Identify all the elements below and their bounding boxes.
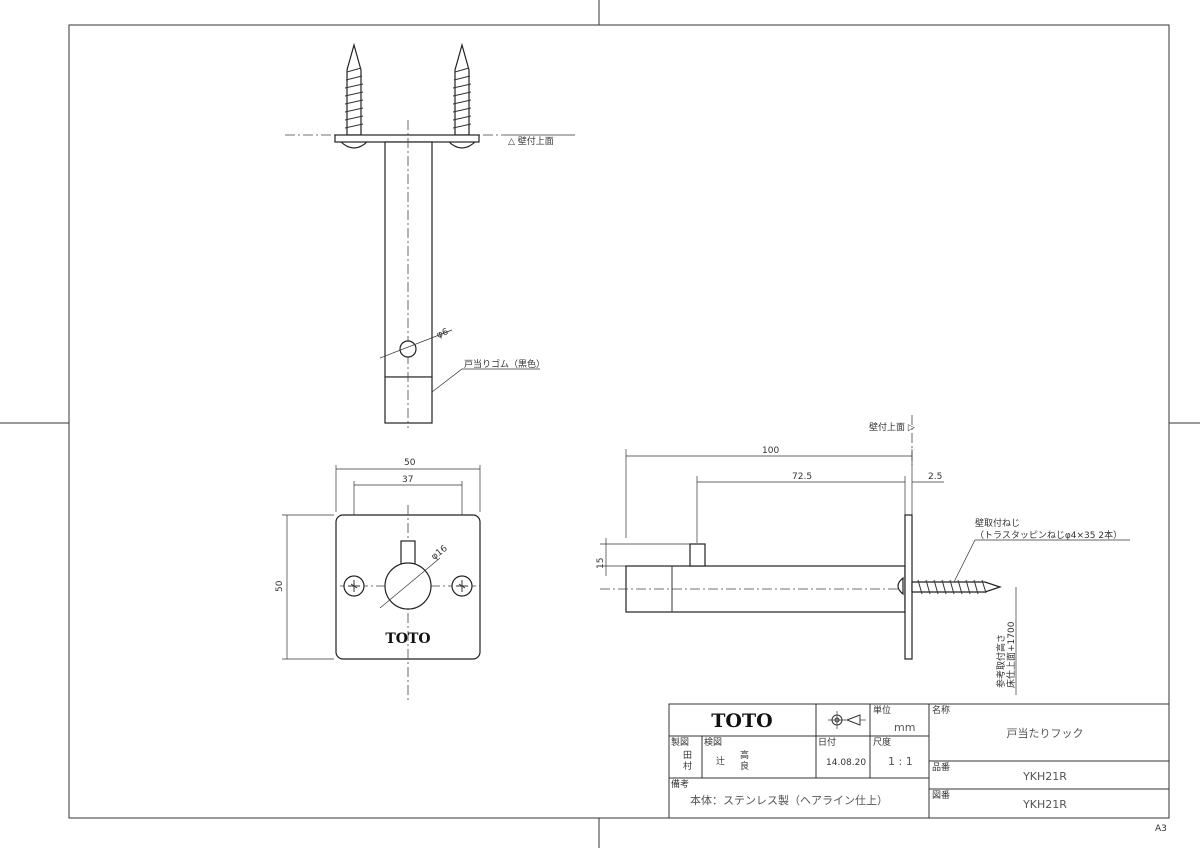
wall-screw-right (446, 42, 478, 149)
title-block-logo: TOTO (711, 710, 772, 732)
front-width-dim: 50 (404, 458, 416, 468)
remarks-label: 備考 (671, 778, 689, 790)
date-label: 日付 (818, 737, 836, 748)
rubber-bumper-top (384, 376, 433, 424)
checked-by-3: 良 (740, 760, 749, 772)
drawing-no-label: 図番 (932, 789, 950, 801)
part-no-label: 品番 (932, 761, 950, 773)
checked-by-1: 辻 (716, 755, 725, 767)
toto-logo-front: TOTO (385, 631, 430, 647)
top-view: △ 壁付上面 φ6 戸当りゴム（黒色） (285, 42, 575, 428)
screw-note-spec: （トラスタッピンねじφ4×35 2本） (975, 529, 1122, 541)
rubber-note: 戸当りゴム（黒色） (464, 358, 545, 370)
top-wall-note: △ 壁付上面 (508, 135, 554, 147)
wall-screw-left (338, 42, 370, 149)
front-pitch-dim: 37 (402, 475, 413, 485)
scale-value: 1 : 1 (888, 755, 913, 768)
sheet-size: A3 (1155, 824, 1167, 834)
scale-label: 尺度 (873, 736, 891, 748)
name-label: 名称 (932, 704, 950, 716)
date-value: 14.08.20 (826, 758, 866, 768)
screw-head-left (343, 575, 365, 597)
front-view: 50 37 50 φ16 TOTO (275, 458, 481, 700)
pin-hole-top (399, 340, 417, 358)
product-name: 戸当たりフック (1007, 726, 1084, 740)
hook-pin-side (689, 543, 706, 567)
side-pin-height-dim: 15 (596, 558, 606, 569)
checked-by-2: 高 (740, 749, 749, 761)
part-no: YKH21R (1022, 770, 1067, 783)
screw-head-right (451, 575, 473, 597)
checked-label: 検図 (704, 736, 722, 748)
hook-pin-front (400, 540, 416, 565)
base-plate-side (904, 514, 913, 660)
title-block: TOTO 単位 mm 名称 戸当たりフック 製図 田 村 検図 辻 高 良 日付… (668, 703, 1170, 819)
unit-value: mm (894, 721, 915, 734)
side-pin-dim: 72.5 (792, 472, 812, 482)
wall-screw-side (897, 576, 1002, 596)
third-angle-projection-icon (828, 711, 866, 729)
front-height-dim: 50 (275, 580, 285, 592)
drawing-border (68, 24, 1170, 819)
drawing-no: YKH21R (1022, 798, 1067, 811)
side-wall-note: 壁付上面 ▷ (869, 421, 915, 433)
install-height-title: 参考取付高さ (995, 634, 1007, 688)
install-height-value: 床仕上面+1700 (1005, 621, 1017, 688)
side-length-dim: 100 (762, 446, 779, 456)
drawn-by-2: 村 (683, 760, 692, 772)
top-hole-dia: φ6 (435, 327, 450, 341)
drawn-label: 製図 (671, 736, 689, 748)
hook-rod-front (384, 562, 432, 610)
screw-note-title: 壁取付ねじ (975, 517, 1020, 529)
side-view: 壁付上面 ▷ 100 72.5 2.5 15 (596, 415, 1130, 695)
unit-label: 単位 (873, 704, 891, 716)
side-thickness-dim: 2.5 (928, 472, 942, 482)
remarks-text: 本体：ステンレス製（ヘアライン仕上） (690, 793, 888, 807)
drawn-by-1: 田 (683, 750, 692, 761)
